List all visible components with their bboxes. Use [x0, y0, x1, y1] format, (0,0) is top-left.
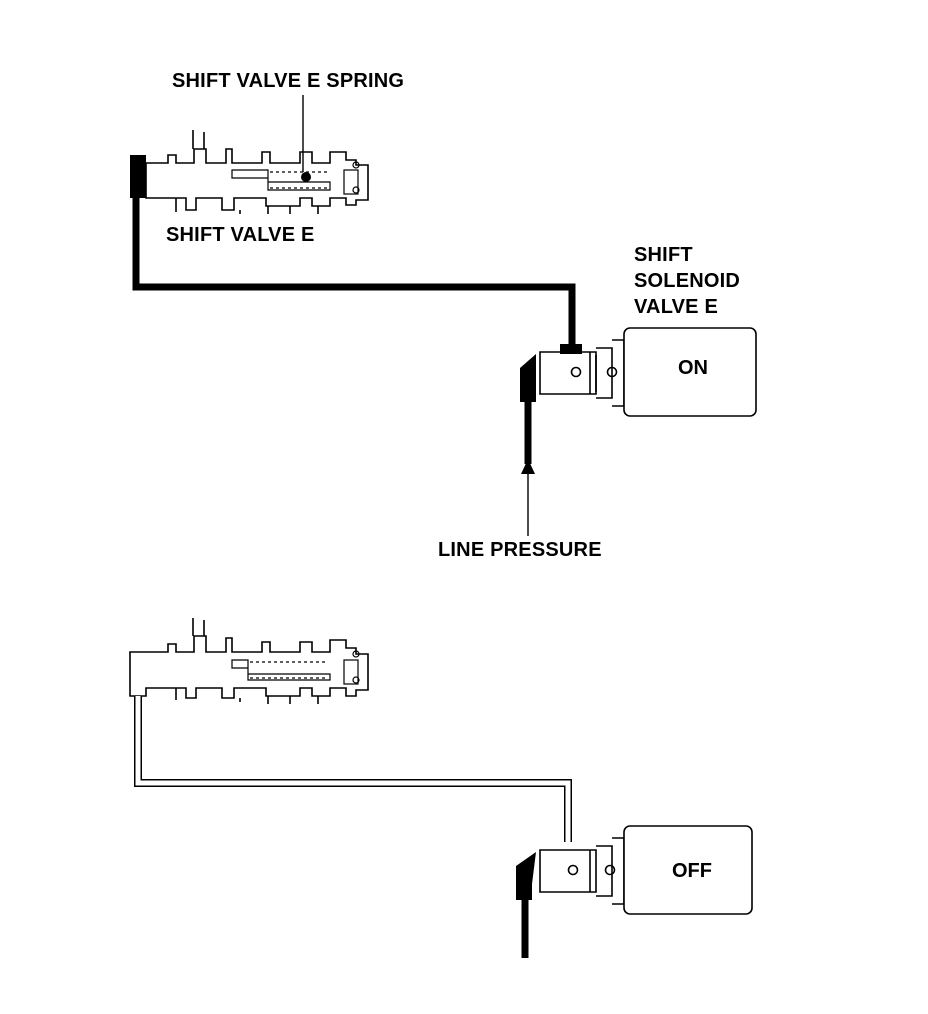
spring-marker: [301, 172, 311, 182]
solenoid-nozzle-bottom: [539, 837, 625, 905]
shift-valve-e-bottom: [129, 618, 369, 704]
top-assembly-on: [130, 95, 757, 536]
label-solenoid-line3: VALVE E: [634, 296, 719, 318]
solenoid-state-on: ON: [678, 357, 708, 379]
label-shift-valve-spring: SHIFT VALVE E SPRING: [172, 70, 405, 92]
exhaust-line-inner: [135, 696, 571, 842]
label-solenoid-line1: SHIFT: [634, 244, 693, 266]
label-line-pressure: LINE PRESSURE: [438, 539, 602, 561]
solenoid-state-off: OFF: [672, 860, 712, 882]
exhaust-line-outer: [134, 696, 572, 842]
bottom-assembly-off: [129, 618, 753, 958]
solenoid-nozzle-top: [539, 339, 625, 407]
label-shift-valve: SHIFT VALVE E: [166, 224, 315, 246]
valve-end-pressure-top: [130, 155, 146, 198]
line-pressure-arrowhead: [521, 459, 535, 474]
inlet-elbow-top: [520, 354, 536, 402]
label-solenoid-line2: SOLENOID: [634, 270, 741, 292]
solenoid-body-top: [623, 327, 757, 417]
pressure-line-top: [132, 198, 576, 350]
nozzle-pressure-top: [560, 344, 582, 354]
solenoid-body-bottom: [623, 825, 753, 915]
inlet-elbow-bottom: [516, 852, 536, 900]
shift-valve-e-top: [145, 130, 369, 214]
